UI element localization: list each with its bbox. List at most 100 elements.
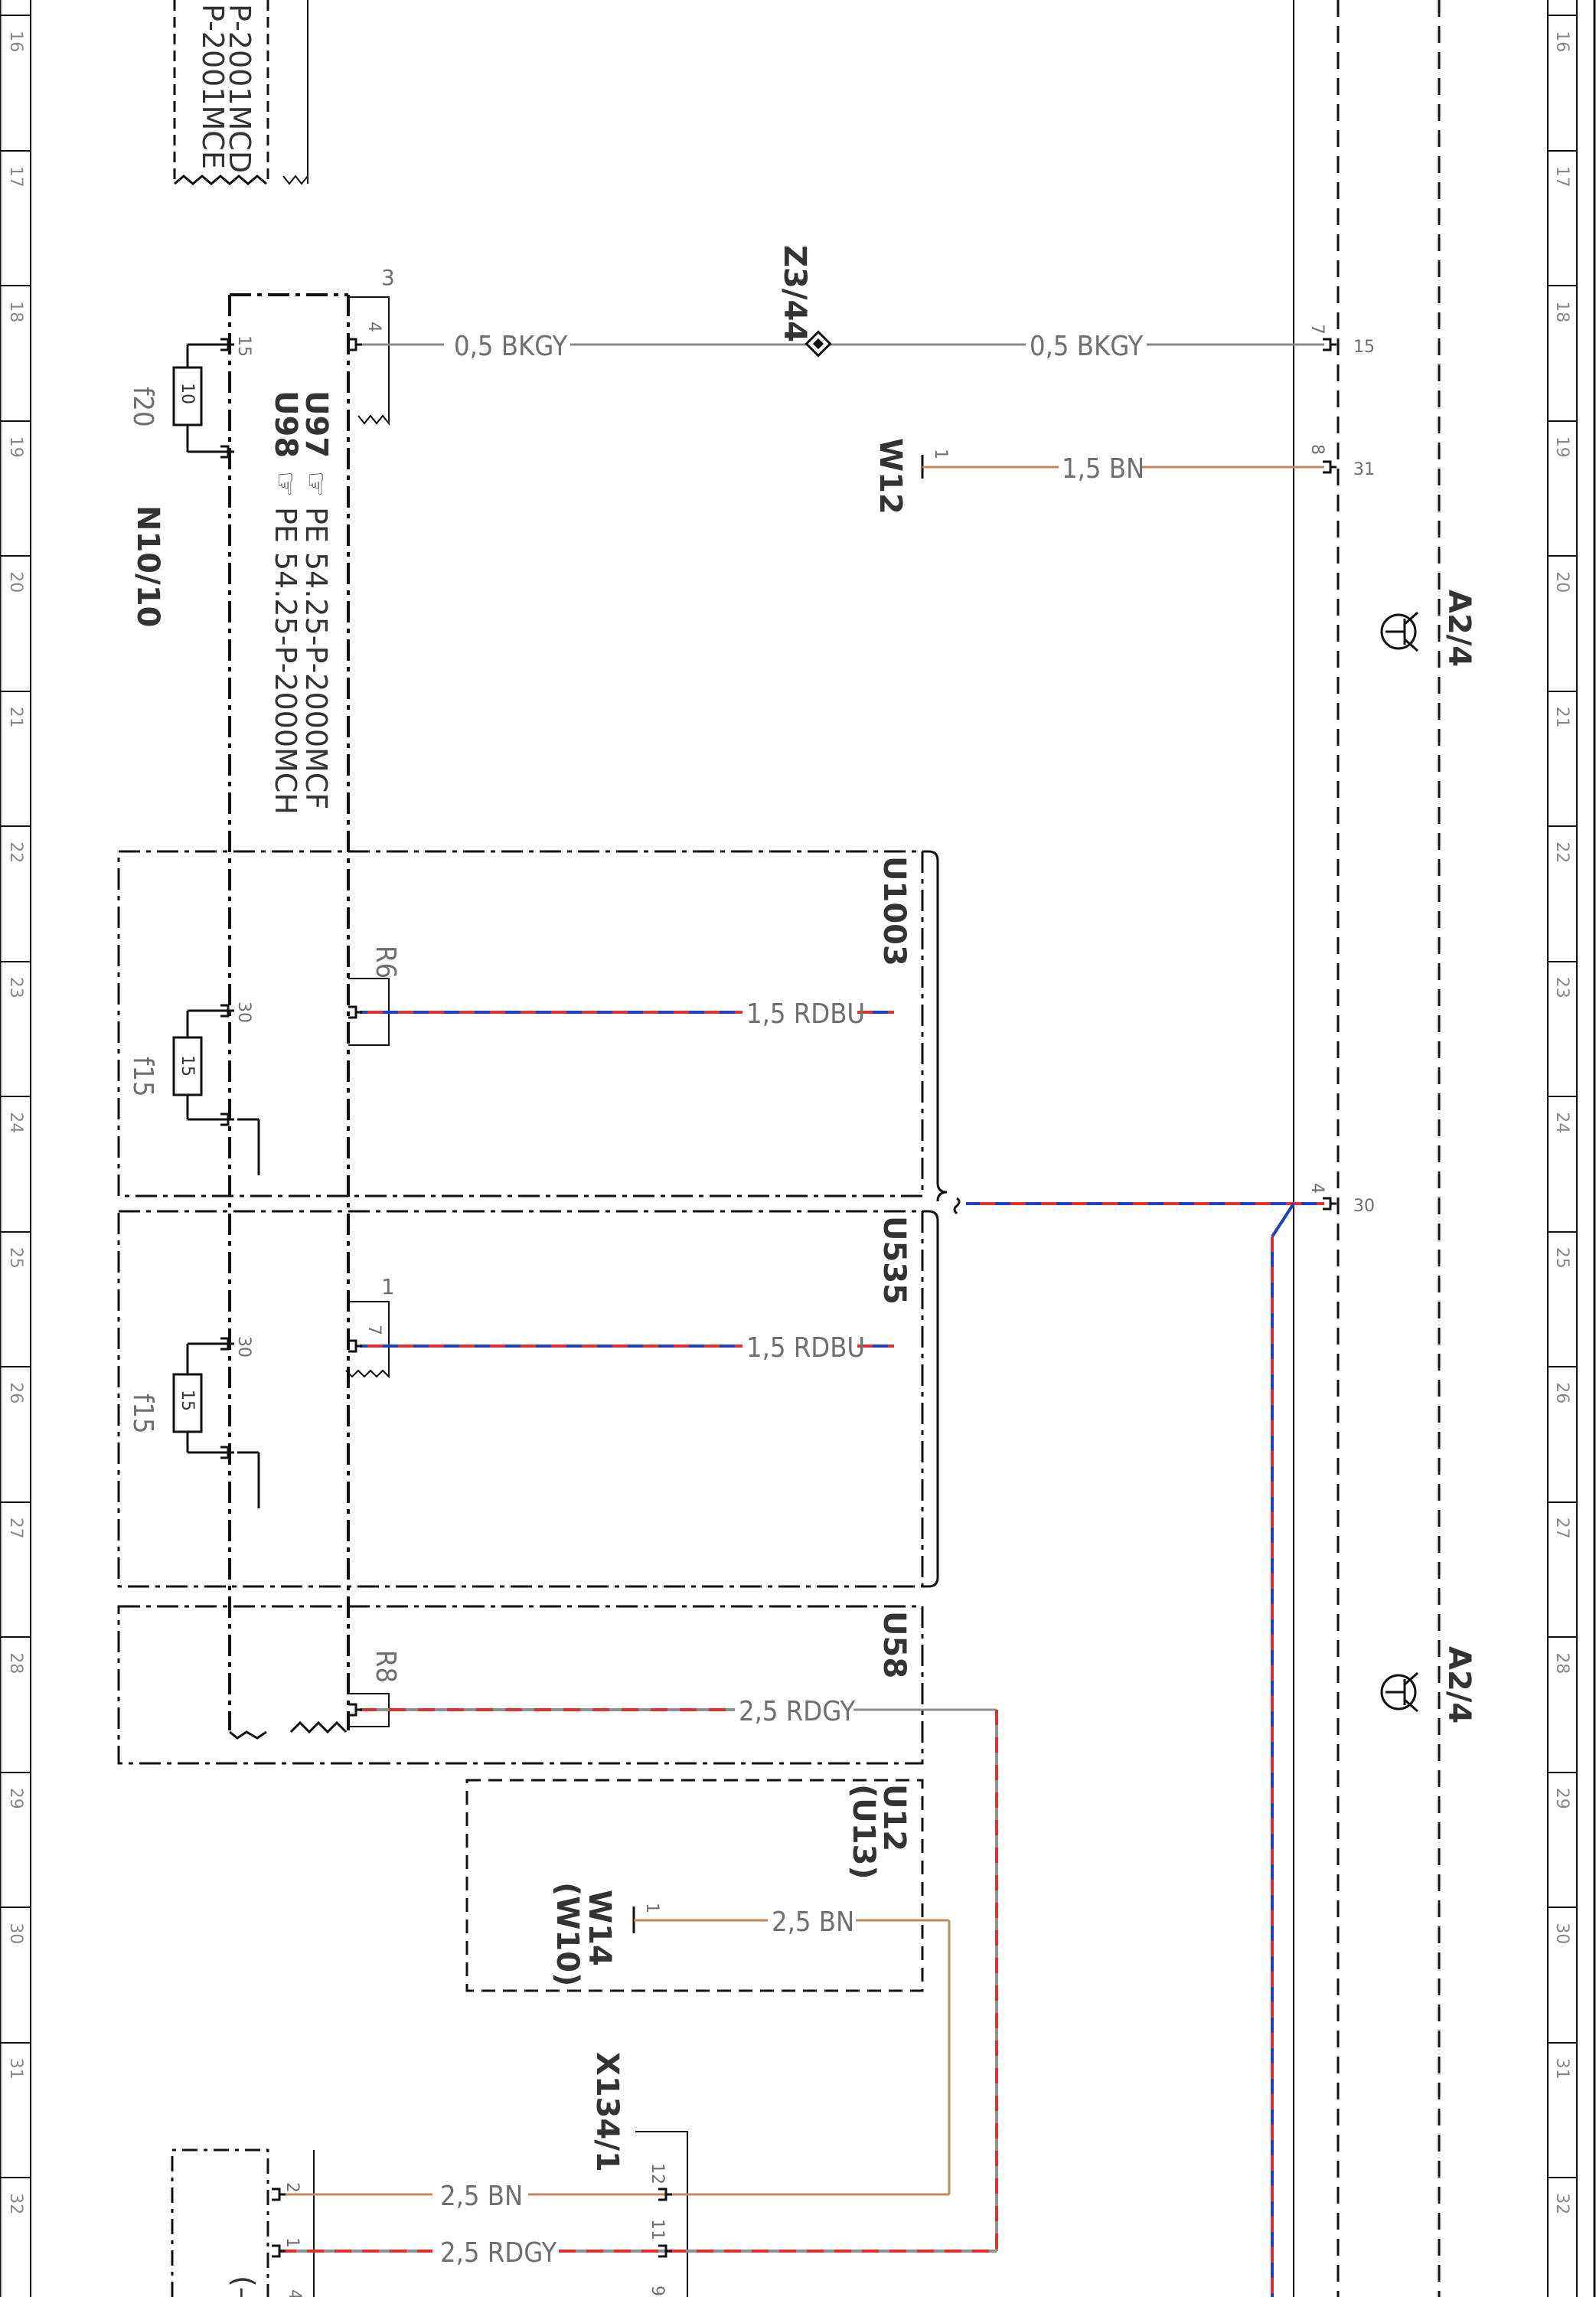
pin-4b: 4 [1307,1183,1327,1194]
row-number: 22 [6,841,25,863]
paren-label: (– [227,2276,260,2297]
ref-box-top: P-2001MCD P-2001MCE [173,0,308,185]
pin-30a: 30 [234,1001,253,1023]
row-number: 26 [6,1382,25,1403]
connector-x134-1: X134/1 12 11 9 [589,2052,688,2297]
wire-label-rdgy-x134: 2,5 RDGY [440,2237,557,2269]
label-u58: U58 [876,1611,912,1678]
label-z3-44: Z3/44 [777,245,812,342]
row-number: 18 [6,301,25,322]
pin-30b: 30 [1353,1197,1375,1216]
wire-label-rdgy-1: 2,5 RDGY [739,1696,856,1727]
row-number: 19 [1552,436,1572,458]
label-x134-1: X134/1 [589,2052,625,2172]
label-w10: (W10) [550,1882,585,1986]
ref-pe-mch: PE 54.25-P-2000MCH [269,507,302,815]
fuse-f20-rating: 10 [178,383,197,404]
fuse-f15-a: 15 f15 30 [127,1001,260,1175]
label-w14: W14 [582,1890,617,1966]
a2-4-bottom: A2/4 [1380,1646,1477,1724]
row-number: 28 [6,1652,25,1674]
terminal-pin [348,1703,362,1717]
row-number: 30 [6,1923,25,1944]
row-number: 30 [1552,1923,1572,1944]
row-number: 21 [1552,707,1572,728]
pin-1: 1 [282,2237,302,2248]
pin-7b: 7 [364,1325,383,1335]
label-u97: U97 [299,390,334,458]
label-u13: (U13) [846,1784,881,1880]
box-u12: U12 (U13) [465,1779,924,1992]
terminal-pin [658,2188,672,2201]
terminals [220,338,1337,2258]
fuse-f15-b-label: f15 [127,1394,158,1434]
ruler-ticks [0,15,1577,2178]
wire-label-bkgy-1: 0,5 BKGY [454,331,568,362]
row-number: 24 [1552,1112,1572,1133]
conn-1: 1 [381,1274,395,1299]
terminal-pin [348,338,362,351]
pin-8: 8 [1307,444,1327,455]
terminal-pin [220,1004,234,1018]
pin-2: 2 [282,2182,302,2193]
module-n10-10 [228,293,350,1740]
ref-p2001mce: P-2001MCE [196,4,230,169]
row-number: 26 [1552,1382,1572,1403]
r8-label: R8 [370,1650,401,1683]
box-u58: U58 [117,1605,924,1765]
row-number: 20 [1552,571,1572,593]
terminal-pin [1323,338,1337,351]
terminal-pin [658,2244,672,2258]
a2-4-top: A2/4 [1380,590,1477,667]
label-w12: W12 [873,438,908,515]
row-number: 23 [6,977,25,998]
label-u12: U12 [876,1784,912,1851]
pin-w14: 1 [642,1903,661,1913]
fuse-f15-b-rating: 15 [178,1390,197,1411]
row-number: 31 [1552,2058,1572,2080]
pin-3: 3 [381,265,395,290]
row-number: 29 [1552,1788,1572,1809]
label-u98: U98 [268,390,303,458]
row-number: 25 [1552,1247,1572,1269]
box-u1003: U1003 [117,850,948,1202]
fuse-f15-b: 15 f15 30 [127,1336,260,1508]
pin-31: 31 [1353,460,1375,479]
pin-30c: 30 [234,1336,253,1358]
wire-label-bn-19: 1,5 BN [1062,453,1144,485]
row-number: 17 [6,166,25,188]
wire-rdgy-x134: 2,5 RDGY [279,2237,997,2269]
ref-pe-mcf: PE 54.25-P-2000MCF [299,507,333,809]
hand-icon-1: ☞ [299,471,333,497]
terminal-pin [1323,460,1337,474]
wire-bkgy: 0,5 BKGY 0,5 BKGY Z3/44 [360,245,1324,362]
pin-w12: 1 [931,449,950,459]
box-u535: U535 [117,1210,939,1588]
wire-label-bkgy-2: 0,5 BKGY [1030,331,1144,362]
r6-label: R6 [370,946,401,979]
row-number: 22 [1552,841,1572,863]
terminal-pin [348,1005,362,1019]
row-number: 16 [1552,31,1572,52]
row-number: 32 [6,2193,25,2214]
terminal-pin [220,1337,234,1351]
module-bottom-left: 2 1 4 (– [171,2148,315,2297]
row-number: 25 [6,1247,25,1269]
row-number: 18 [1552,301,1572,322]
label-u535: U535 [876,1216,912,1305]
row-number: 17 [1552,166,1572,188]
fuse-f15-a-rating: 15 [178,1055,197,1077]
row-number: 31 [6,2058,25,2080]
wire-rdbu-1: R6 1,5 RDBU [348,946,894,1046]
row-number: 23 [1552,977,1572,998]
row-number: 19 [6,436,25,458]
label-n10-10: N10/10 [130,505,165,627]
row-number: 32 [1552,2193,1572,2214]
wire-rdgy-r8: R8 2,5 RDGY [348,1650,998,2251]
fuse-f20: 10 f20 15 [127,335,253,453]
row-number: 21 [6,707,25,728]
ref-p2001mcd: P-2001MCD [223,4,256,173]
wire-bn-w12: 1,5 BN 1 W12 [873,438,1324,515]
